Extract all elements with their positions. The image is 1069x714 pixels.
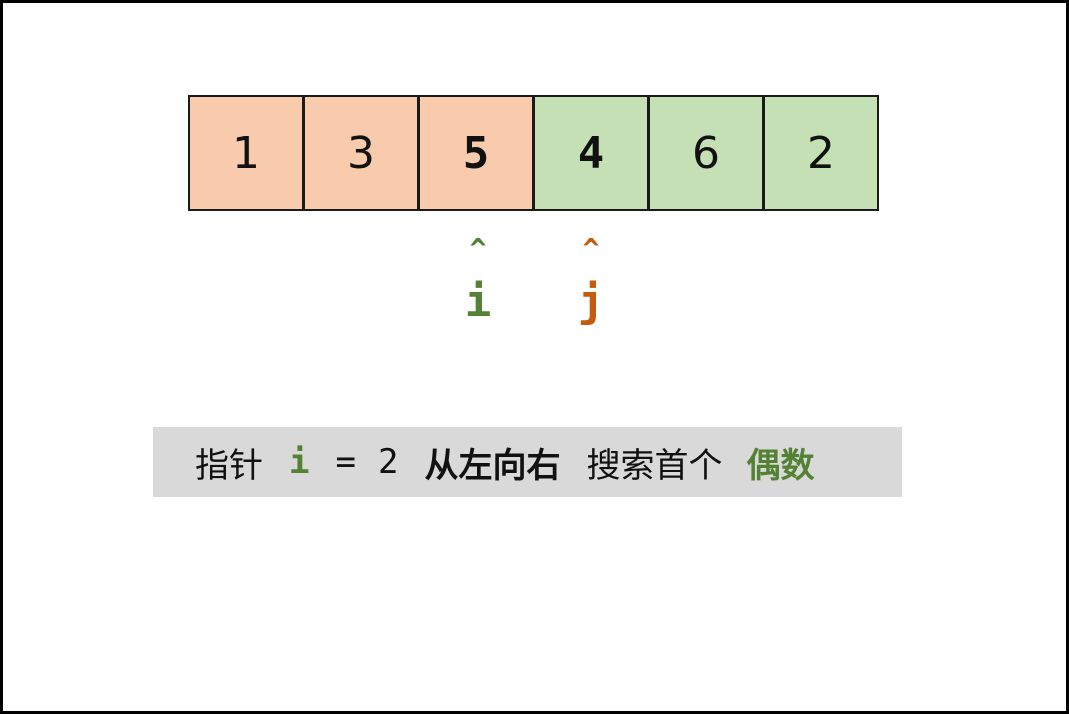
caption-label: 指针 [195,445,263,486]
pointer-i: ^ i [448,235,508,327]
caption-variable: i [289,442,310,482]
array-row: 1 3 5 4 6 2 [188,95,879,211]
array-cell-0: 1 [188,95,304,211]
array-cell-2: 5 [418,95,534,211]
array-cell-5: 2 [763,95,879,211]
caption-action: 搜索首个 [586,445,723,486]
caption-target: 偶数 [746,445,815,486]
pointer-j: ^ j [561,235,621,327]
caption-direction: 从左向右 [424,445,561,486]
pointer-i-caret: ^ [469,232,487,265]
caption-value: 2 [377,442,399,482]
array-cell-3: 4 [533,95,649,211]
pointer-j-label: j [577,276,605,327]
pointer-i-label: i [464,276,492,327]
caption-bar: 指针 i = 2 从左向右 搜索首个 偶数 [153,427,902,497]
caption-equals: = [335,442,356,482]
array-cell-4: 6 [648,95,764,211]
array-cell-1: 3 [303,95,419,211]
pointer-j-caret: ^ [582,232,600,265]
